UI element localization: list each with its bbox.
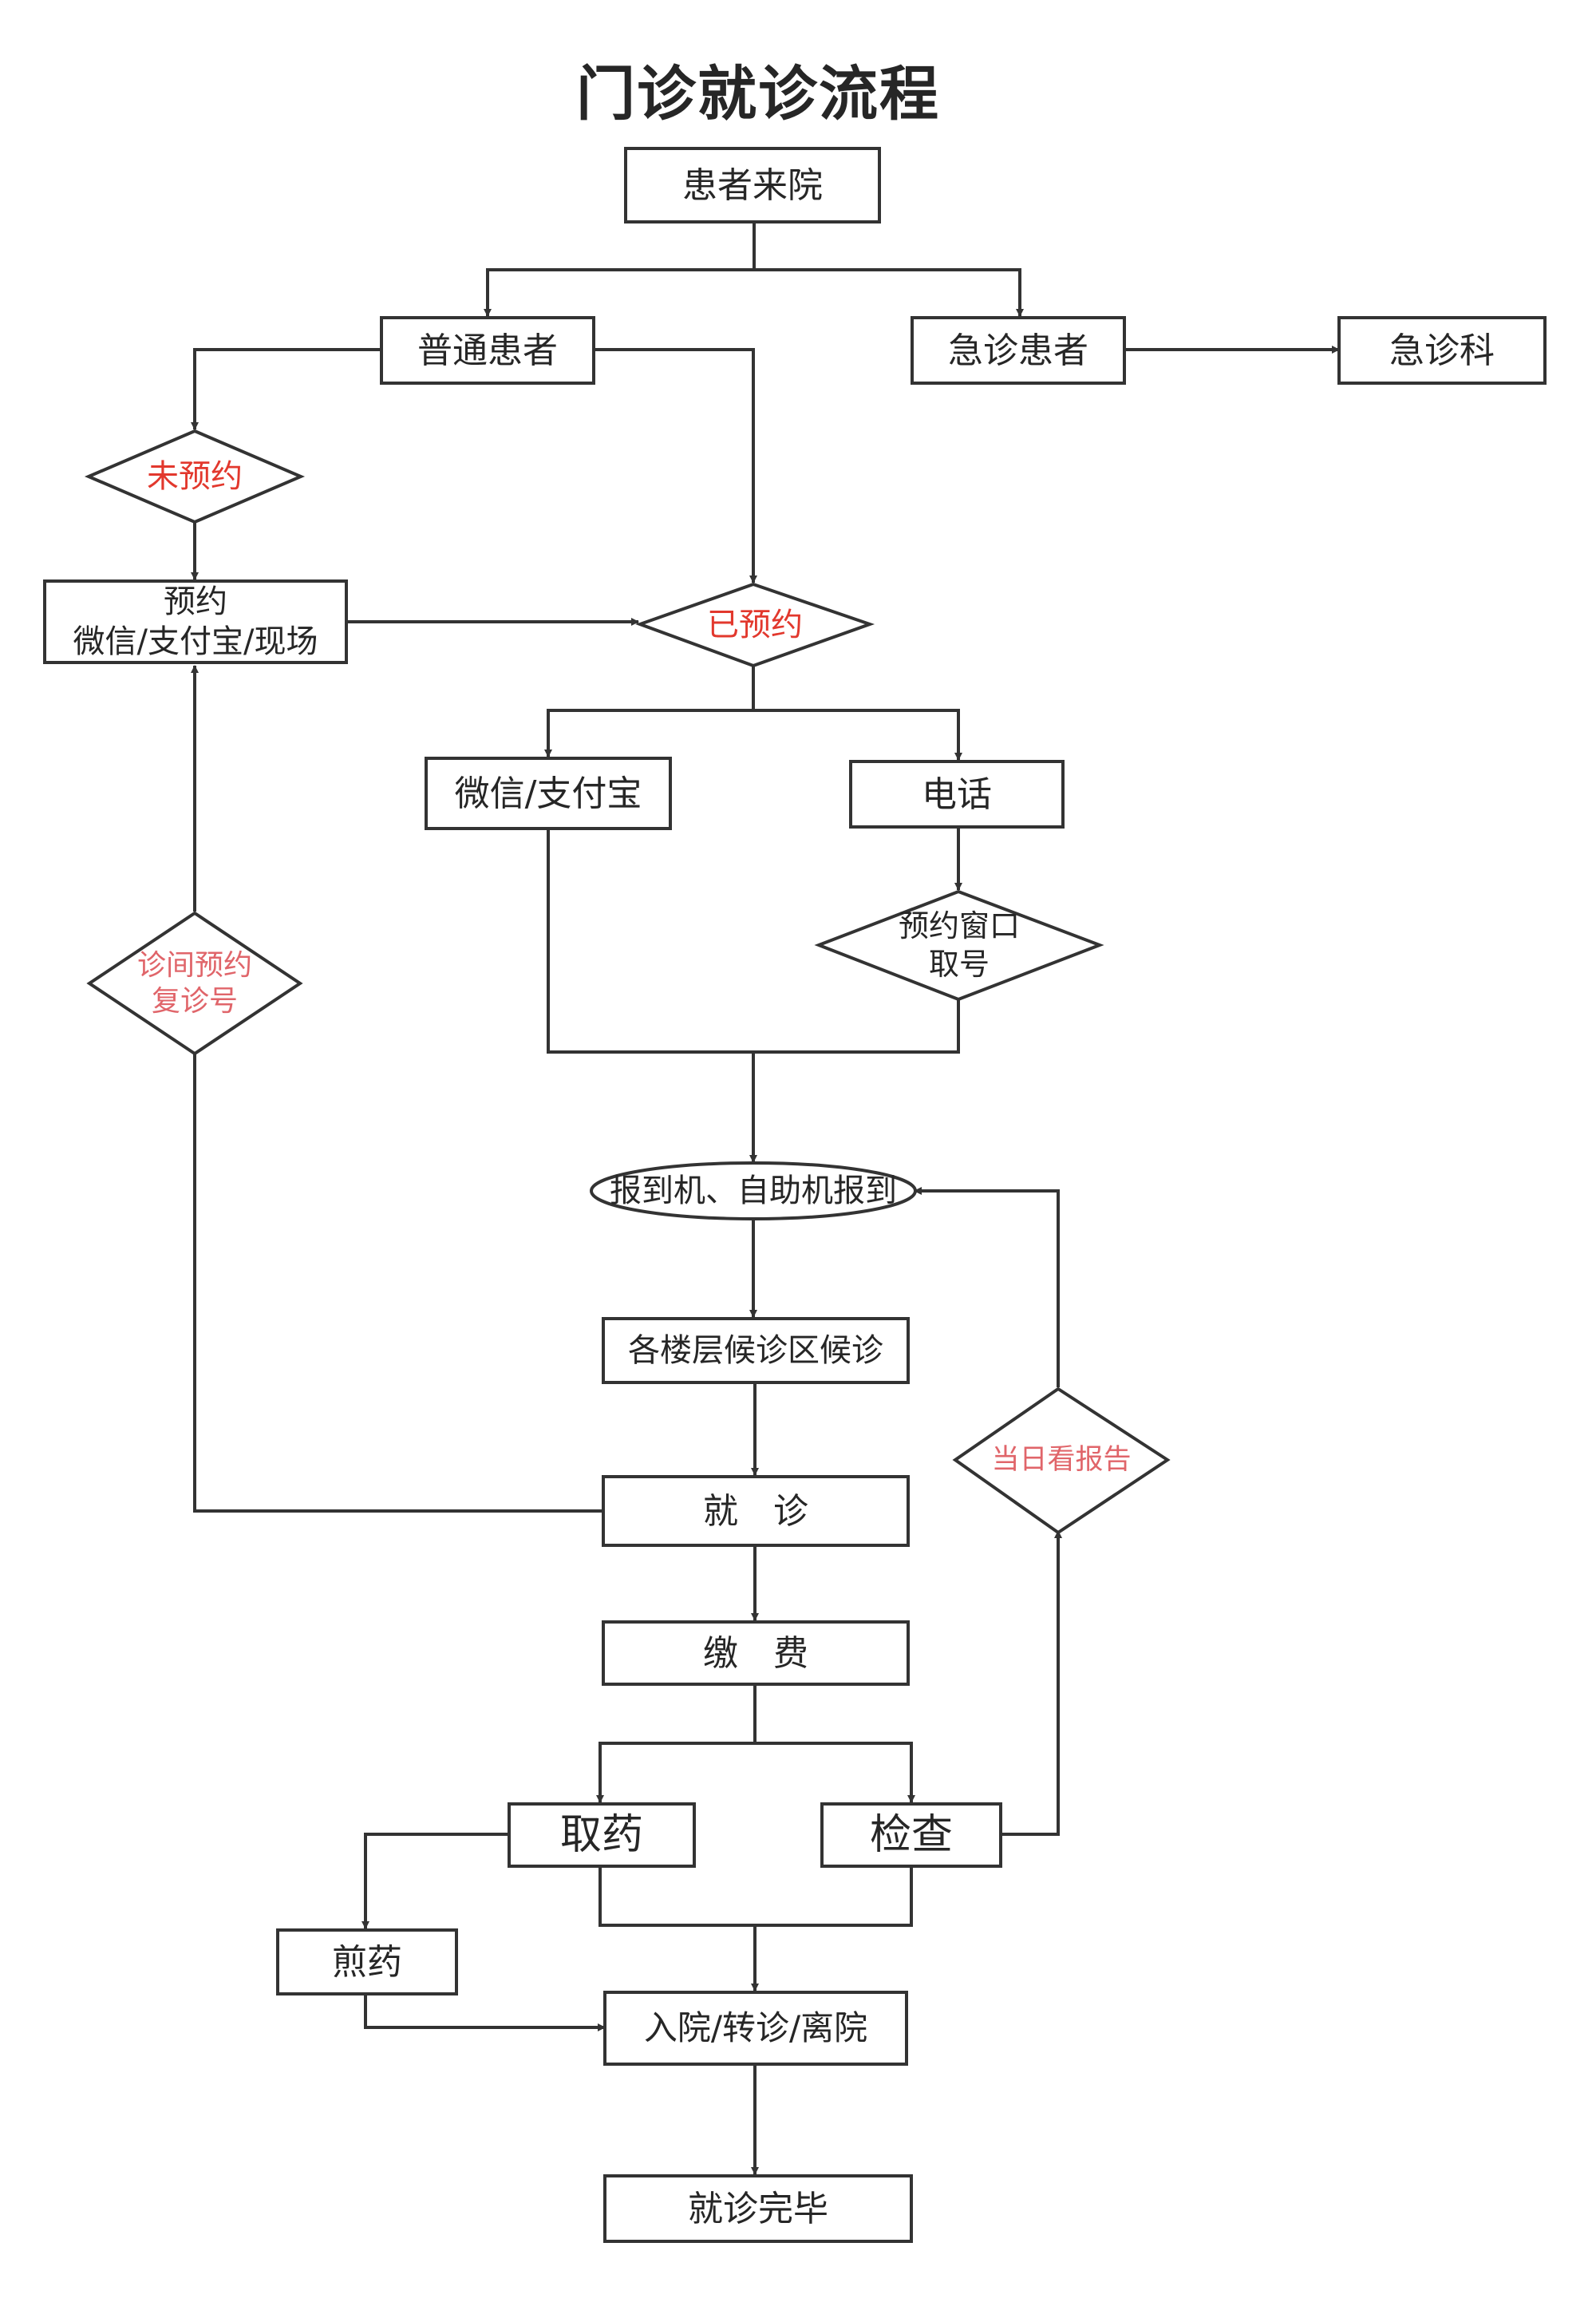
edge-window-merge [753,998,960,1054]
page-title: 门诊就诊流程 [576,60,940,129]
edge-arrival-to-emergency [754,268,1024,317]
node-waiting: 各楼层候诊区候诊 [602,1317,910,1384]
decision-booking-window-label: 预约窗口 取号 [898,908,1020,982]
edge-exam-to-report [1002,1530,1062,1836]
edge-arrival-to-regular [484,222,756,317]
node-check-in: 报到机、自助机报到 [610,1173,897,1209]
node-phone: 电话 [849,760,1065,829]
node-consultation: 就 诊 [602,1475,910,1547]
edge-decoct-to-admission [364,1995,606,2031]
edge-booked-to-wechat [544,664,755,757]
edge-consult-to-clinicbooking [193,1052,602,1513]
decision-booked-shape [635,582,875,668]
decision-in-clinic-booking-shape [86,911,303,1056]
node-wechat-alipay: 微信/支付宝 [425,757,672,830]
edge-payment-to-medicine [596,1686,757,1803]
node-get-medicine: 取药 [508,1802,696,1868]
node-regular-patient: 普通患者 [380,316,595,385]
decision-not-booked-label: 未预约 [147,458,243,495]
edge-medicine-merge [598,1868,755,1927]
node-decoct-medicine: 煎药 [276,1928,458,1995]
decision-booked-label: 已预约 [707,607,803,643]
node-admission-transfer-discharge: 入院/转诊/离院 [603,1991,908,2066]
decision-in-clinic-booking-label: 诊间预约 复诊号 [136,949,252,1018]
decision-not-booked-shape [84,429,306,524]
node-visit-complete: 就诊完毕 [603,2174,913,2243]
node-emergency-dept: 急诊科 [1337,316,1547,385]
decision-same-day-report-label: 当日看报告 [991,1444,1132,1477]
node-patient-arrival: 患者来院 [624,147,881,223]
node-payment: 缴 费 [602,1620,910,1686]
edge-payment-to-exam [755,1742,915,1803]
edge-exam-merge [755,1868,913,1927]
node-examination: 检查 [820,1802,1002,1868]
checkin-ellipse-shape [590,1161,917,1220]
edge-medicine-to-decoct [361,1833,508,1929]
edge-booked-to-phone [753,709,962,761]
node-booking-channels: 预约 微信/支付宝/现场 [43,579,348,664]
edge-regular-to-booked [595,348,757,583]
edge-report-to-checkin [914,1187,1060,1387]
edge-regular-to-notbooked [191,348,380,430]
decision-same-day-report-shape [952,1386,1171,1535]
edge-wechat-merge [547,830,753,1054]
node-emergency-patient: 急诊患者 [911,316,1126,385]
decision-booking-window-shape [814,889,1104,1002]
